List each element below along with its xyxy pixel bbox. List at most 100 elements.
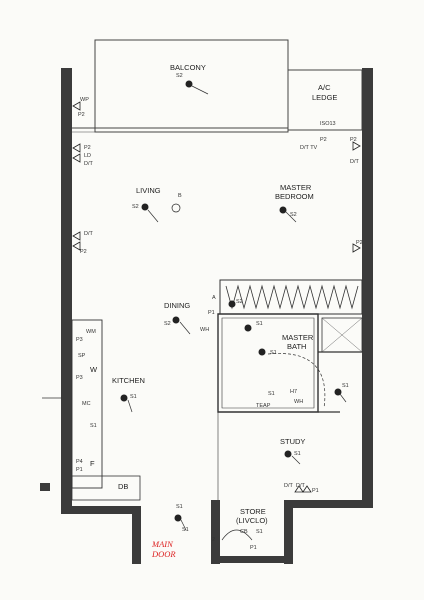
panel-label-a: A	[212, 295, 216, 301]
switch-label: S1	[90, 423, 97, 429]
outlet-label: P2	[84, 145, 91, 151]
wall-right	[362, 68, 373, 508]
room-label-kitchen: KITCHEN	[112, 376, 145, 385]
shower-box	[321, 317, 363, 353]
outlet-label: P1	[312, 488, 319, 494]
room-label-ac-ledge: A/C	[318, 83, 331, 92]
switch-label: S1	[256, 529, 263, 535]
light-point	[334, 388, 342, 396]
study-partition	[318, 351, 362, 413]
shower-cross	[321, 317, 363, 353]
room-label-living: LIVING	[136, 186, 161, 195]
wall-bottom-left	[61, 506, 141, 514]
wardrobe-hatch	[225, 284, 359, 310]
switch-label: S2	[236, 299, 243, 305]
count-label: 2	[212, 537, 216, 543]
outlet-symbols	[72, 101, 361, 493]
dt-label: D/T	[296, 483, 305, 489]
switch-label: S1	[182, 527, 189, 533]
main-door-annotation-2: DOOR	[152, 549, 176, 559]
room-label-master-bedroom: MASTER	[280, 183, 312, 192]
washer-label: WM	[86, 329, 96, 335]
switch-label: S1	[256, 321, 263, 327]
switch-label: S1	[130, 394, 137, 400]
bath-door-arc	[267, 353, 326, 409]
wall-store-right	[284, 500, 293, 564]
room-label-master-bath-2: BATH	[287, 342, 307, 351]
main-door-annotation: MAIN	[152, 539, 173, 549]
outlet-label-mc: MC	[82, 401, 91, 407]
wall-left	[61, 68, 72, 508]
outlet-label: P3	[76, 375, 83, 381]
fan-symbol	[171, 203, 181, 213]
outlet-label: P2	[320, 137, 327, 143]
ld-label: LD	[84, 153, 92, 159]
db-label: DB	[118, 482, 129, 491]
light-point	[174, 514, 182, 522]
leader-lines	[127, 85, 347, 531]
room-label-study: STUDY	[280, 437, 306, 446]
dt-label: D/T	[84, 231, 93, 237]
outlet-label: P2	[78, 112, 85, 118]
room-label-dining: DINING	[164, 301, 191, 310]
outlet-label: P3	[76, 337, 83, 343]
outlet-label: P2	[80, 249, 87, 255]
room-label-balcony: BALCONY	[170, 63, 206, 72]
light-point	[172, 316, 180, 324]
appliance-label-w: W	[90, 365, 98, 374]
light-point	[185, 80, 193, 88]
outlet-label: P1	[208, 310, 215, 316]
light-point	[279, 206, 287, 214]
store-door-arc	[221, 529, 253, 541]
room-label-store-2: (LIVCLO)	[236, 516, 268, 525]
db-icon	[40, 483, 50, 491]
db-box	[71, 475, 141, 501]
room-label-ac-ledge-2: LEDGE	[312, 93, 338, 102]
dt-label: D/T	[84, 161, 93, 167]
light-point	[258, 348, 266, 356]
heater-label: H7	[290, 389, 298, 395]
outlet-label-wp: WP	[80, 97, 89, 103]
switch-label: S1	[342, 383, 349, 389]
light-points	[120, 80, 342, 522]
isolator-label: ISO13	[320, 121, 336, 127]
dt-tv-label: D/T TV	[300, 145, 318, 151]
wardrobe	[219, 279, 363, 315]
dt-label: D/T	[350, 159, 359, 165]
dt-label: D/T	[284, 483, 293, 489]
wall-store-left	[211, 500, 220, 564]
light-point	[141, 203, 149, 211]
outlet-label: P2	[350, 137, 357, 143]
switch-label: S1	[268, 391, 275, 397]
teap-label: TEAP	[256, 403, 271, 409]
outlet-label: P1	[76, 467, 83, 473]
room-label-master-bath: MASTER	[282, 333, 314, 342]
outlet-label: P4	[76, 459, 83, 465]
wall-store-bottom	[211, 556, 293, 563]
switch-label: S2	[164, 321, 171, 327]
switch-label: S2	[176, 73, 183, 79]
switch-label: S2	[132, 204, 139, 210]
wall-entry-left	[132, 506, 141, 564]
wall-bottom-right	[284, 500, 373, 508]
fan-label: B	[178, 193, 182, 199]
cb-label: CB	[240, 529, 248, 535]
switch-label: S1	[294, 451, 301, 457]
light-point	[120, 394, 128, 402]
water-heater-label: WH	[294, 399, 304, 405]
switch-label: S2	[290, 212, 297, 218]
outlet-label: P1	[250, 545, 257, 551]
room-label-store: STORE	[240, 507, 266, 516]
outlet-label: P2	[356, 240, 363, 246]
room-label-master-bedroom-2: BEDROOM	[275, 192, 314, 201]
switch-label: S1	[176, 504, 183, 510]
light-point	[284, 450, 292, 458]
light-point	[228, 300, 236, 308]
water-heater-label: WH	[200, 327, 210, 333]
switch-label: S1	[270, 350, 277, 356]
bath-partition-inner	[221, 317, 315, 409]
kitchen-counter	[71, 319, 103, 489]
light-point	[244, 324, 252, 332]
outlet-label-sp: SP	[78, 353, 86, 359]
